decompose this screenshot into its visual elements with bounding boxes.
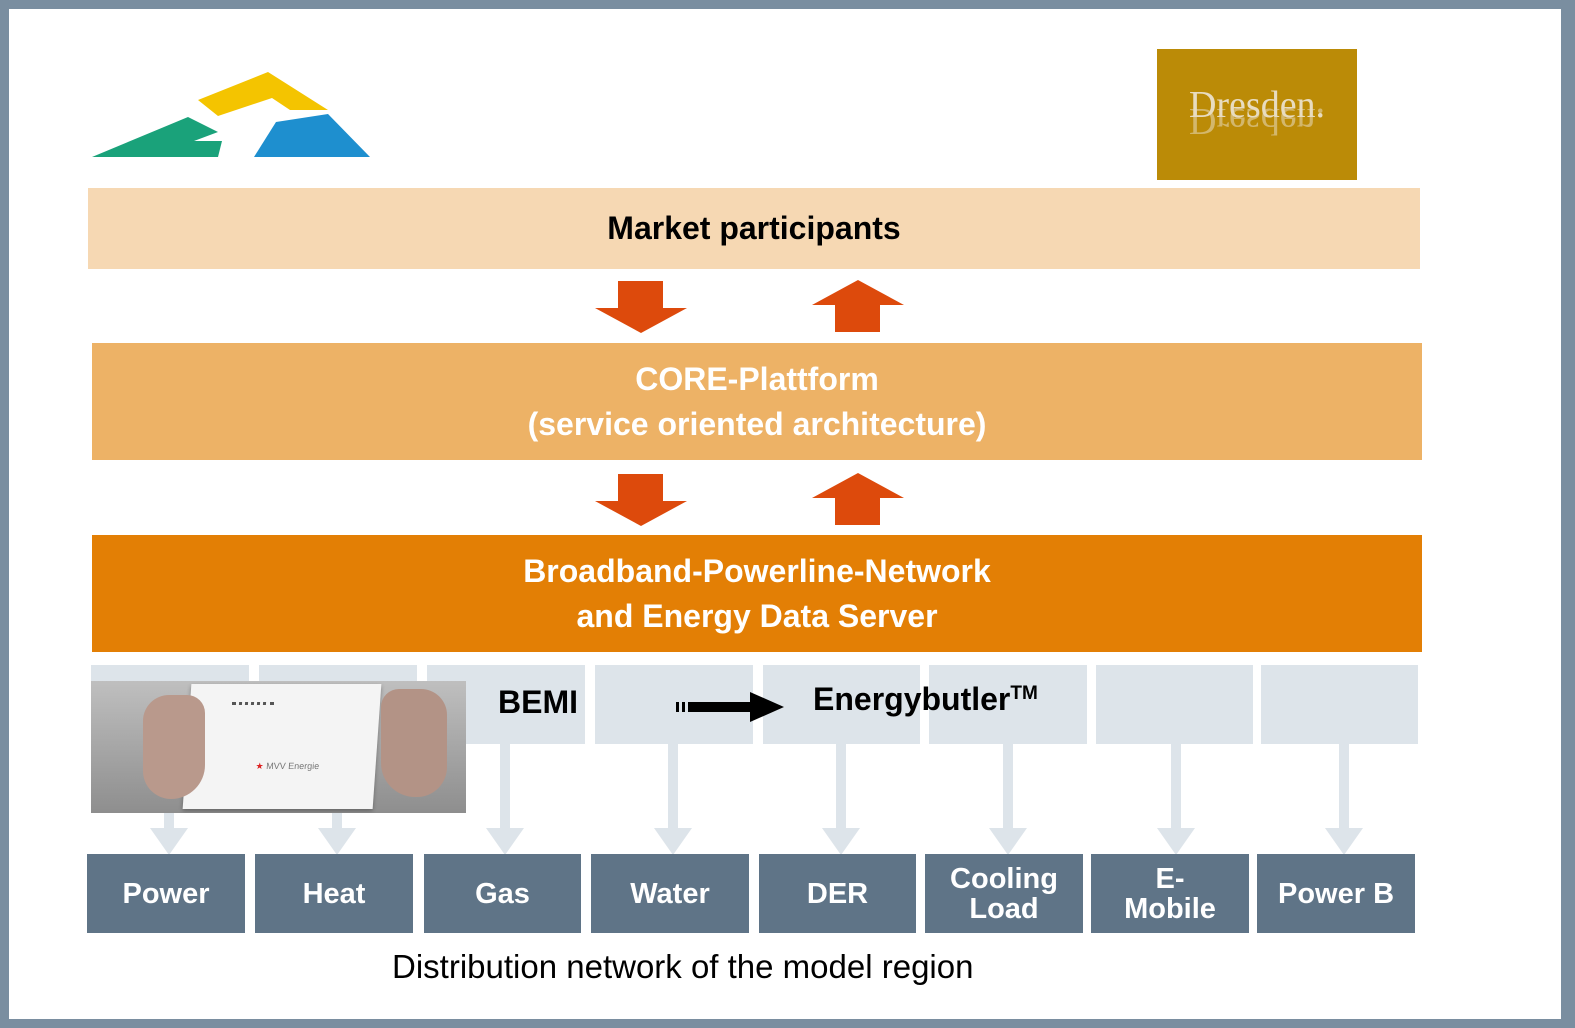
energy-device: ★ MVV Energie (182, 684, 382, 809)
caption: Distribution network of the model region (392, 948, 974, 985)
connector-line (1339, 744, 1349, 830)
right-hand (381, 689, 447, 797)
dresden-logo-reflection: Dresden. (1188, 100, 1326, 142)
utility-box-power: Power (87, 854, 245, 933)
device-box (1096, 665, 1253, 744)
arrow-down-icon (595, 281, 687, 333)
connector-line (1003, 744, 1013, 830)
network-title: Broadband-Powerline-Network (523, 552, 991, 589)
connector-arrowhead (486, 828, 524, 855)
triangle-logo-icon (92, 72, 370, 157)
utility-box-gas: Gas (424, 854, 581, 933)
arrow-right-icon (676, 692, 784, 722)
device-box (1261, 665, 1418, 744)
core-platform-title: CORE-Plattform (635, 360, 879, 397)
trademark-superscript: TM (1010, 683, 1038, 704)
connector-arrowhead (989, 828, 1027, 855)
utility-box-cooling-load: Cooling Load (925, 854, 1083, 933)
connector-arrowhead (654, 828, 692, 855)
connector-line (1171, 744, 1181, 830)
connector-line (500, 744, 510, 830)
bemi-label: BEMI (498, 684, 578, 720)
market-participants-label: Market participants (607, 210, 901, 246)
led-dots (231, 702, 275, 708)
utility-box-der: DER (759, 854, 916, 933)
utility-box-heat: Heat (255, 854, 413, 933)
left-hand (143, 695, 205, 799)
connector-arrowhead (1157, 828, 1195, 855)
arrow-up-icon (812, 280, 904, 332)
core-platform-subtitle: (service oriented architecture) (527, 405, 987, 442)
utility-box-water: Water (591, 854, 749, 933)
dresden-logo-text: Dresden. (1188, 84, 1326, 126)
network-subtitle: and Energy Data Server (576, 597, 938, 634)
connector-arrowhead (822, 828, 860, 855)
core-platform-band: CORE-Plattform (service oriented archite… (92, 343, 1422, 460)
connector-line (836, 744, 846, 830)
energybutler-name: Energybutler (813, 681, 1011, 717)
device-box (763, 665, 920, 744)
connector-arrowhead (150, 828, 188, 855)
device-brand-label: ★ MVV Energie (255, 761, 320, 771)
utility-box-e-mobile: E-Mobile (1091, 854, 1249, 933)
connector-line (668, 744, 678, 830)
connector-arrowhead (1325, 828, 1363, 855)
arrow-up-icon (812, 473, 904, 525)
arrow-down-icon (595, 474, 687, 526)
market-participants-band: Market participants (88, 188, 1420, 269)
device-photo: ★ MVV Energie (91, 681, 466, 813)
connector-arrowhead (318, 828, 356, 855)
dresden-logo: Dresden. Dresden. (1157, 49, 1357, 180)
network-band: Broadband-Powerline-Network and Energy D… (92, 535, 1422, 652)
device-box (929, 665, 1087, 744)
energybutler-label: EnergybutlerTM (813, 681, 1038, 718)
utility-box-power-b: Power B (1257, 854, 1415, 933)
